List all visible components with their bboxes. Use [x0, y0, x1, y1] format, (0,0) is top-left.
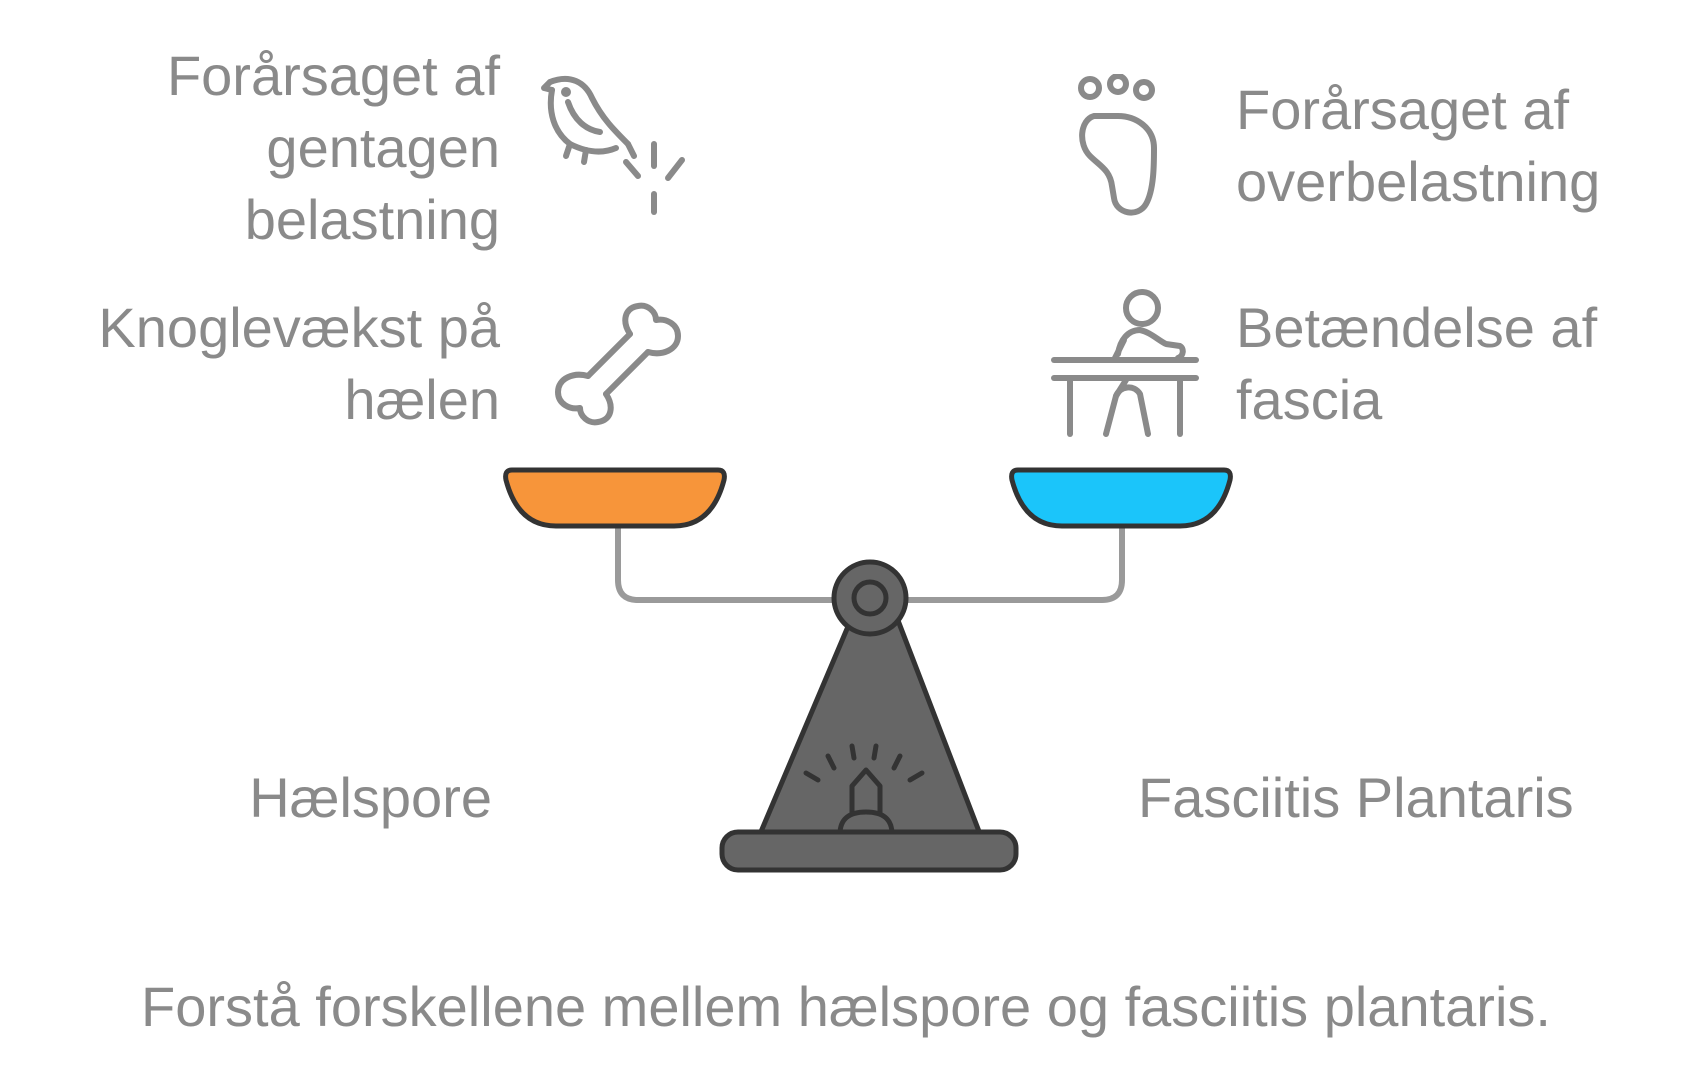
left-item-2-text: Knoglevækst på hælen [98, 296, 500, 431]
walking-bird-icon [541, 75, 685, 215]
right-item-1-text: Forårsaget af overbelastning [1236, 78, 1601, 213]
bone-icon [555, 302, 681, 426]
left-beam [615, 528, 836, 603]
right-beam [904, 528, 1125, 603]
left-label: Hælspore [249, 766, 492, 829]
left-item-1-text: Forårsaget af gentagen belastning [166, 44, 500, 251]
right-pan [1009, 467, 1233, 529]
gauge-marks [803, 743, 925, 783]
right-label: Fasciitis Plantaris [1138, 766, 1574, 829]
footprint-icon [1078, 74, 1157, 216]
caption: Forstå forskellene mellem hælspore og fa… [141, 975, 1551, 1038]
right-item-2-text: Betændelse af fascia [1236, 296, 1598, 431]
scale-base [719, 829, 1019, 873]
massage-therapy-icon [1051, 289, 1199, 437]
left-pan [503, 467, 727, 529]
